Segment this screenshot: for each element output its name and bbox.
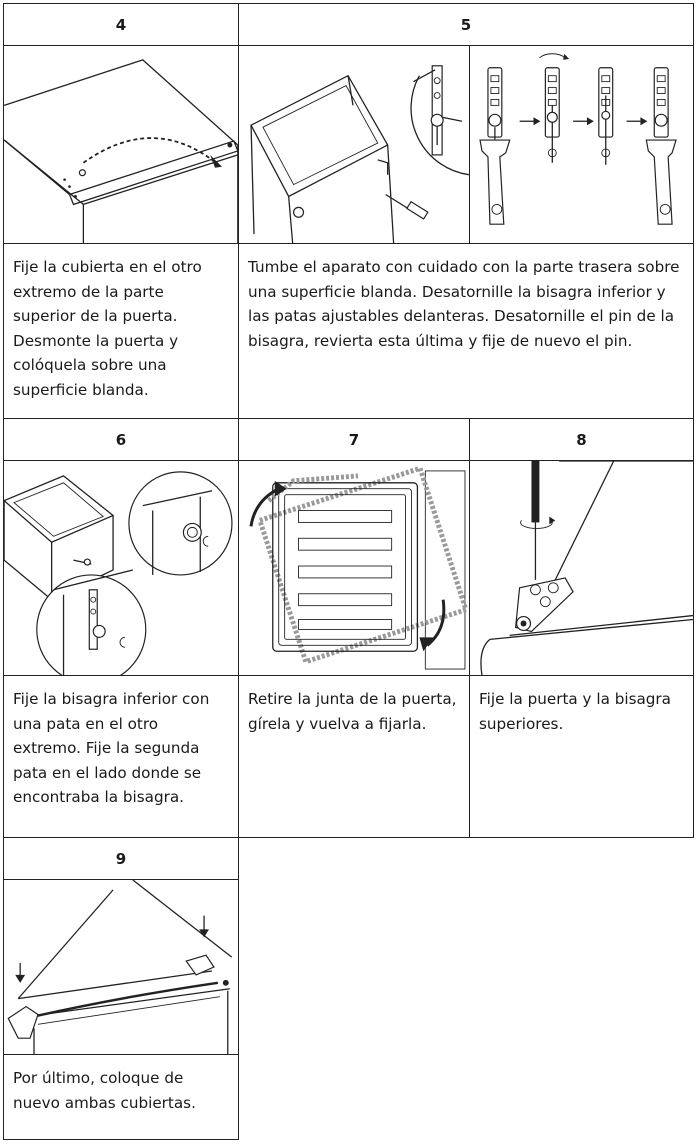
step-9-number: 9	[3, 837, 239, 880]
step-8-number: 8	[469, 418, 694, 461]
screwdriver-top-hinge-illustration	[480, 461, 693, 675]
step-6-illustration	[3, 460, 239, 676]
door-gasket-rotation-illustration	[249, 465, 469, 670]
step-8-illustration	[469, 460, 694, 676]
step-7-illustration	[238, 460, 470, 676]
step-4-text: Fije la cubierta en el otro extremo de l…	[3, 243, 239, 419]
step-6-text: Fije la bisagra inferior con una pata en…	[3, 675, 239, 838]
step-5-illustration-b	[469, 45, 694, 244]
step-9-text: Por último, coloque de nuevo ambas cubie…	[3, 1054, 239, 1140]
hinge-pin-reversal-illustration	[479, 53, 677, 225]
step-5-number: 5	[238, 3, 694, 46]
hinge-and-foot-illustration	[4, 471, 233, 675]
step-9-illustration	[3, 879, 239, 1055]
step-5-illustration-a	[238, 45, 470, 244]
fridge-on-back-illustration	[250, 65, 469, 243]
step-4-number: 4	[3, 3, 239, 46]
step-5-text: Tumbe el aparato con cuidado con la part…	[238, 243, 694, 419]
rotate-arrow-icon	[539, 53, 566, 59]
fridge-covers-illustration	[7, 880, 233, 1054]
rotate-arrow-icon	[520, 520, 553, 529]
step-4-illustration	[3, 45, 239, 244]
step-6-number: 6	[3, 418, 239, 461]
rotate-arrow-icon	[426, 599, 446, 647]
step-8-text: Fije la puerta y la bisagra superiores.	[469, 675, 694, 838]
step-7-text: Retire la junta de la puerta, gírela y v…	[238, 675, 470, 838]
fridge-top-cover-illustration	[4, 59, 238, 243]
rotate-arrow-icon	[249, 487, 280, 527]
step-7-number: 7	[238, 418, 470, 461]
